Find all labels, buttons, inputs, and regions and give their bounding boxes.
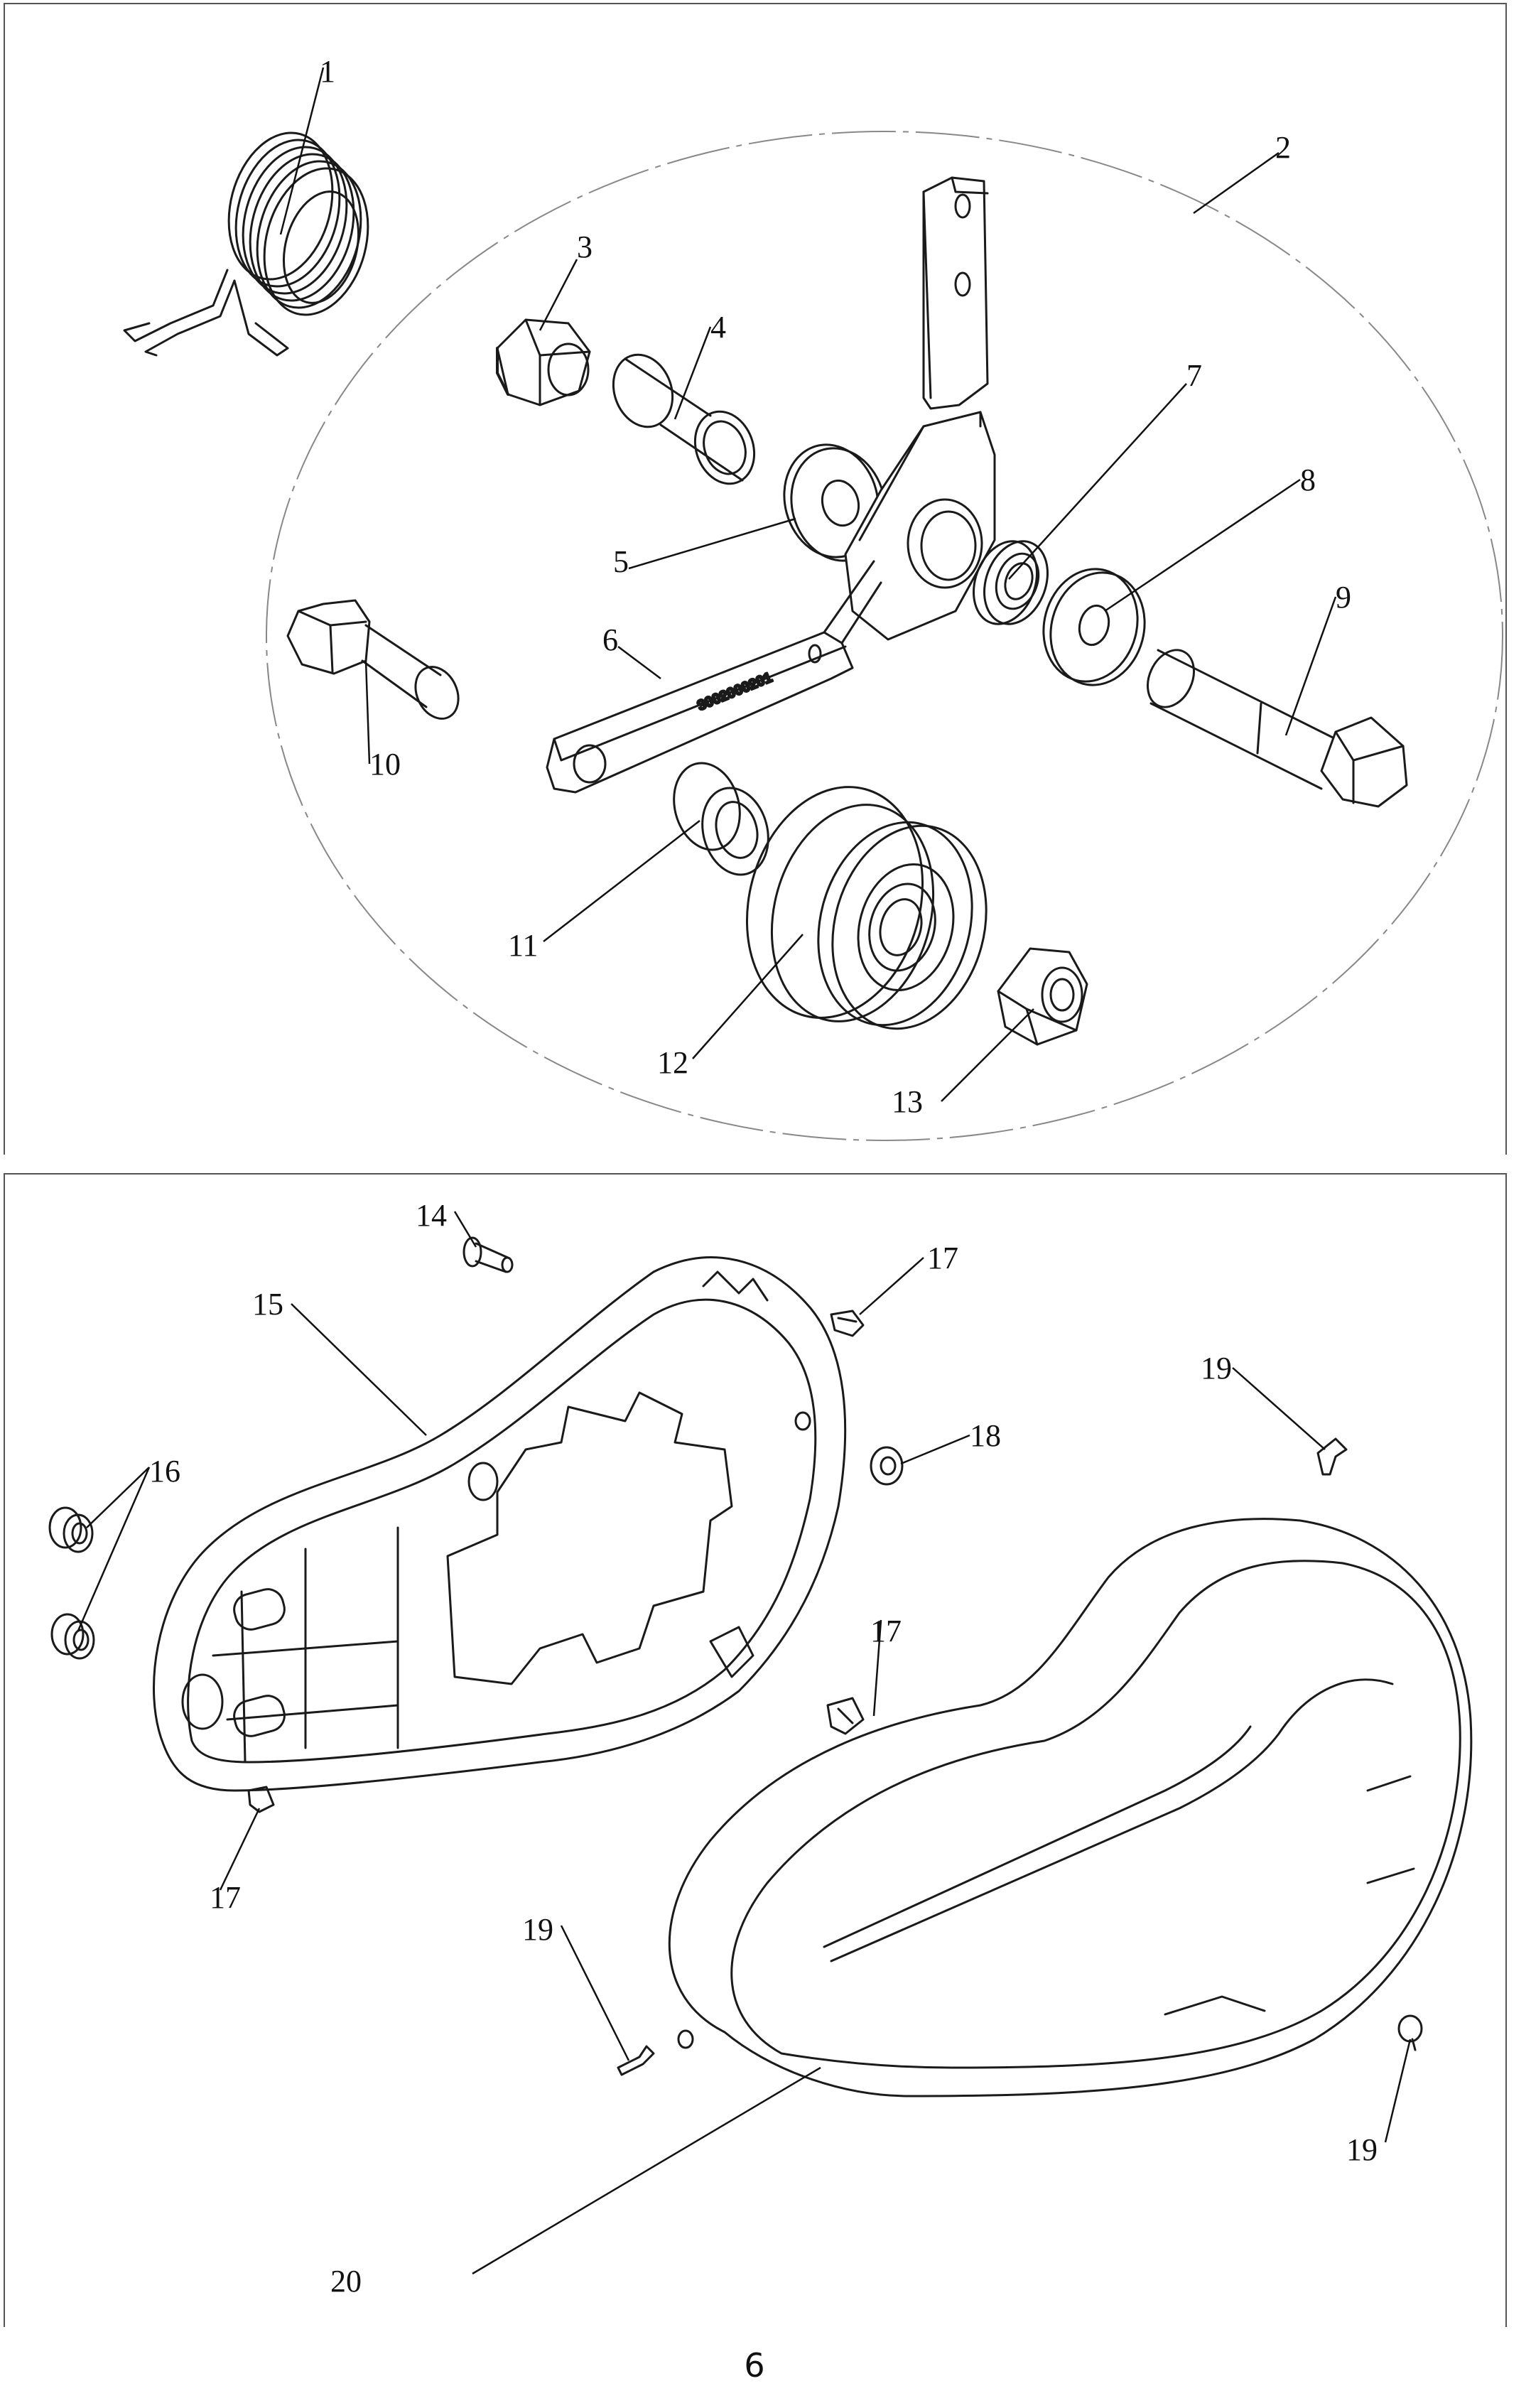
lock-nut-lower xyxy=(997,947,1088,1046)
callout-19-right: 19 xyxy=(1346,2132,1378,2167)
bearing xyxy=(973,540,1049,625)
callout-4: 4 xyxy=(710,310,726,345)
push-rivet-left xyxy=(617,2045,655,2076)
callout-labels: 1 2 3 4 5 6 7 8 9 10 11 12 13 14 15 16 1… xyxy=(149,54,1378,2299)
hex-bolt-right xyxy=(1147,649,1408,808)
callout-19-top: 19 xyxy=(1201,1351,1232,1386)
torsion-spring xyxy=(123,131,369,357)
callout-5: 5 xyxy=(613,544,629,579)
callout-14: 14 xyxy=(416,1198,447,1233)
callout-19-left: 19 xyxy=(522,1912,553,1947)
callout-17-top: 17 xyxy=(927,1241,958,1275)
lock-nut-upper xyxy=(496,318,591,406)
tensioner-arm: 3002000201 xyxy=(546,176,996,794)
callout-16: 16 xyxy=(149,1454,180,1489)
callout-8: 8 xyxy=(1300,463,1316,497)
grommet-lower xyxy=(50,1613,95,1660)
callout-3: 3 xyxy=(577,230,593,264)
callout-18: 18 xyxy=(970,1418,1001,1453)
inner-belt-guard xyxy=(153,1256,847,1792)
hex-bolt-left xyxy=(286,599,460,720)
callout-20: 20 xyxy=(330,2264,362,2299)
page-number: 6 xyxy=(744,2346,764,2385)
flange-nut xyxy=(870,1446,904,1486)
callout-6: 6 xyxy=(602,622,618,657)
screw-14 xyxy=(462,1236,514,1273)
bushing-sleeve xyxy=(612,353,756,485)
outer-belt-cover xyxy=(668,1518,1473,2097)
assembly-group-outline xyxy=(266,131,1503,1141)
flat-washer-8 xyxy=(1042,568,1146,686)
callout-15: 15 xyxy=(252,1287,283,1322)
bottom-panel-frame xyxy=(4,1173,1507,2327)
callout-9: 9 xyxy=(1336,580,1351,615)
callout-12: 12 xyxy=(657,1045,688,1080)
idler-pulley xyxy=(745,786,988,1030)
callout-17-middle: 17 xyxy=(870,1614,902,1648)
callout-leaders xyxy=(77,67,1412,2275)
speed-clip-top xyxy=(830,1310,865,1337)
callout-11: 11 xyxy=(508,928,538,963)
top-panel-frame xyxy=(4,3,1507,1155)
grommet-upper xyxy=(48,1506,94,1553)
spacer xyxy=(673,762,769,876)
callout-1: 1 xyxy=(320,54,335,89)
callout-10: 10 xyxy=(369,747,401,782)
push-rivet-right xyxy=(1397,2014,1423,2051)
callout-2: 2 xyxy=(1275,130,1291,165)
speed-clip-middle xyxy=(826,1697,865,1735)
callout-17-bottom: 17 xyxy=(210,1880,241,1915)
speed-clip-bottom xyxy=(247,1786,275,1813)
callout-7: 7 xyxy=(1186,358,1202,393)
push-rivet-top xyxy=(1316,1437,1348,1476)
callout-13: 13 xyxy=(892,1084,923,1119)
